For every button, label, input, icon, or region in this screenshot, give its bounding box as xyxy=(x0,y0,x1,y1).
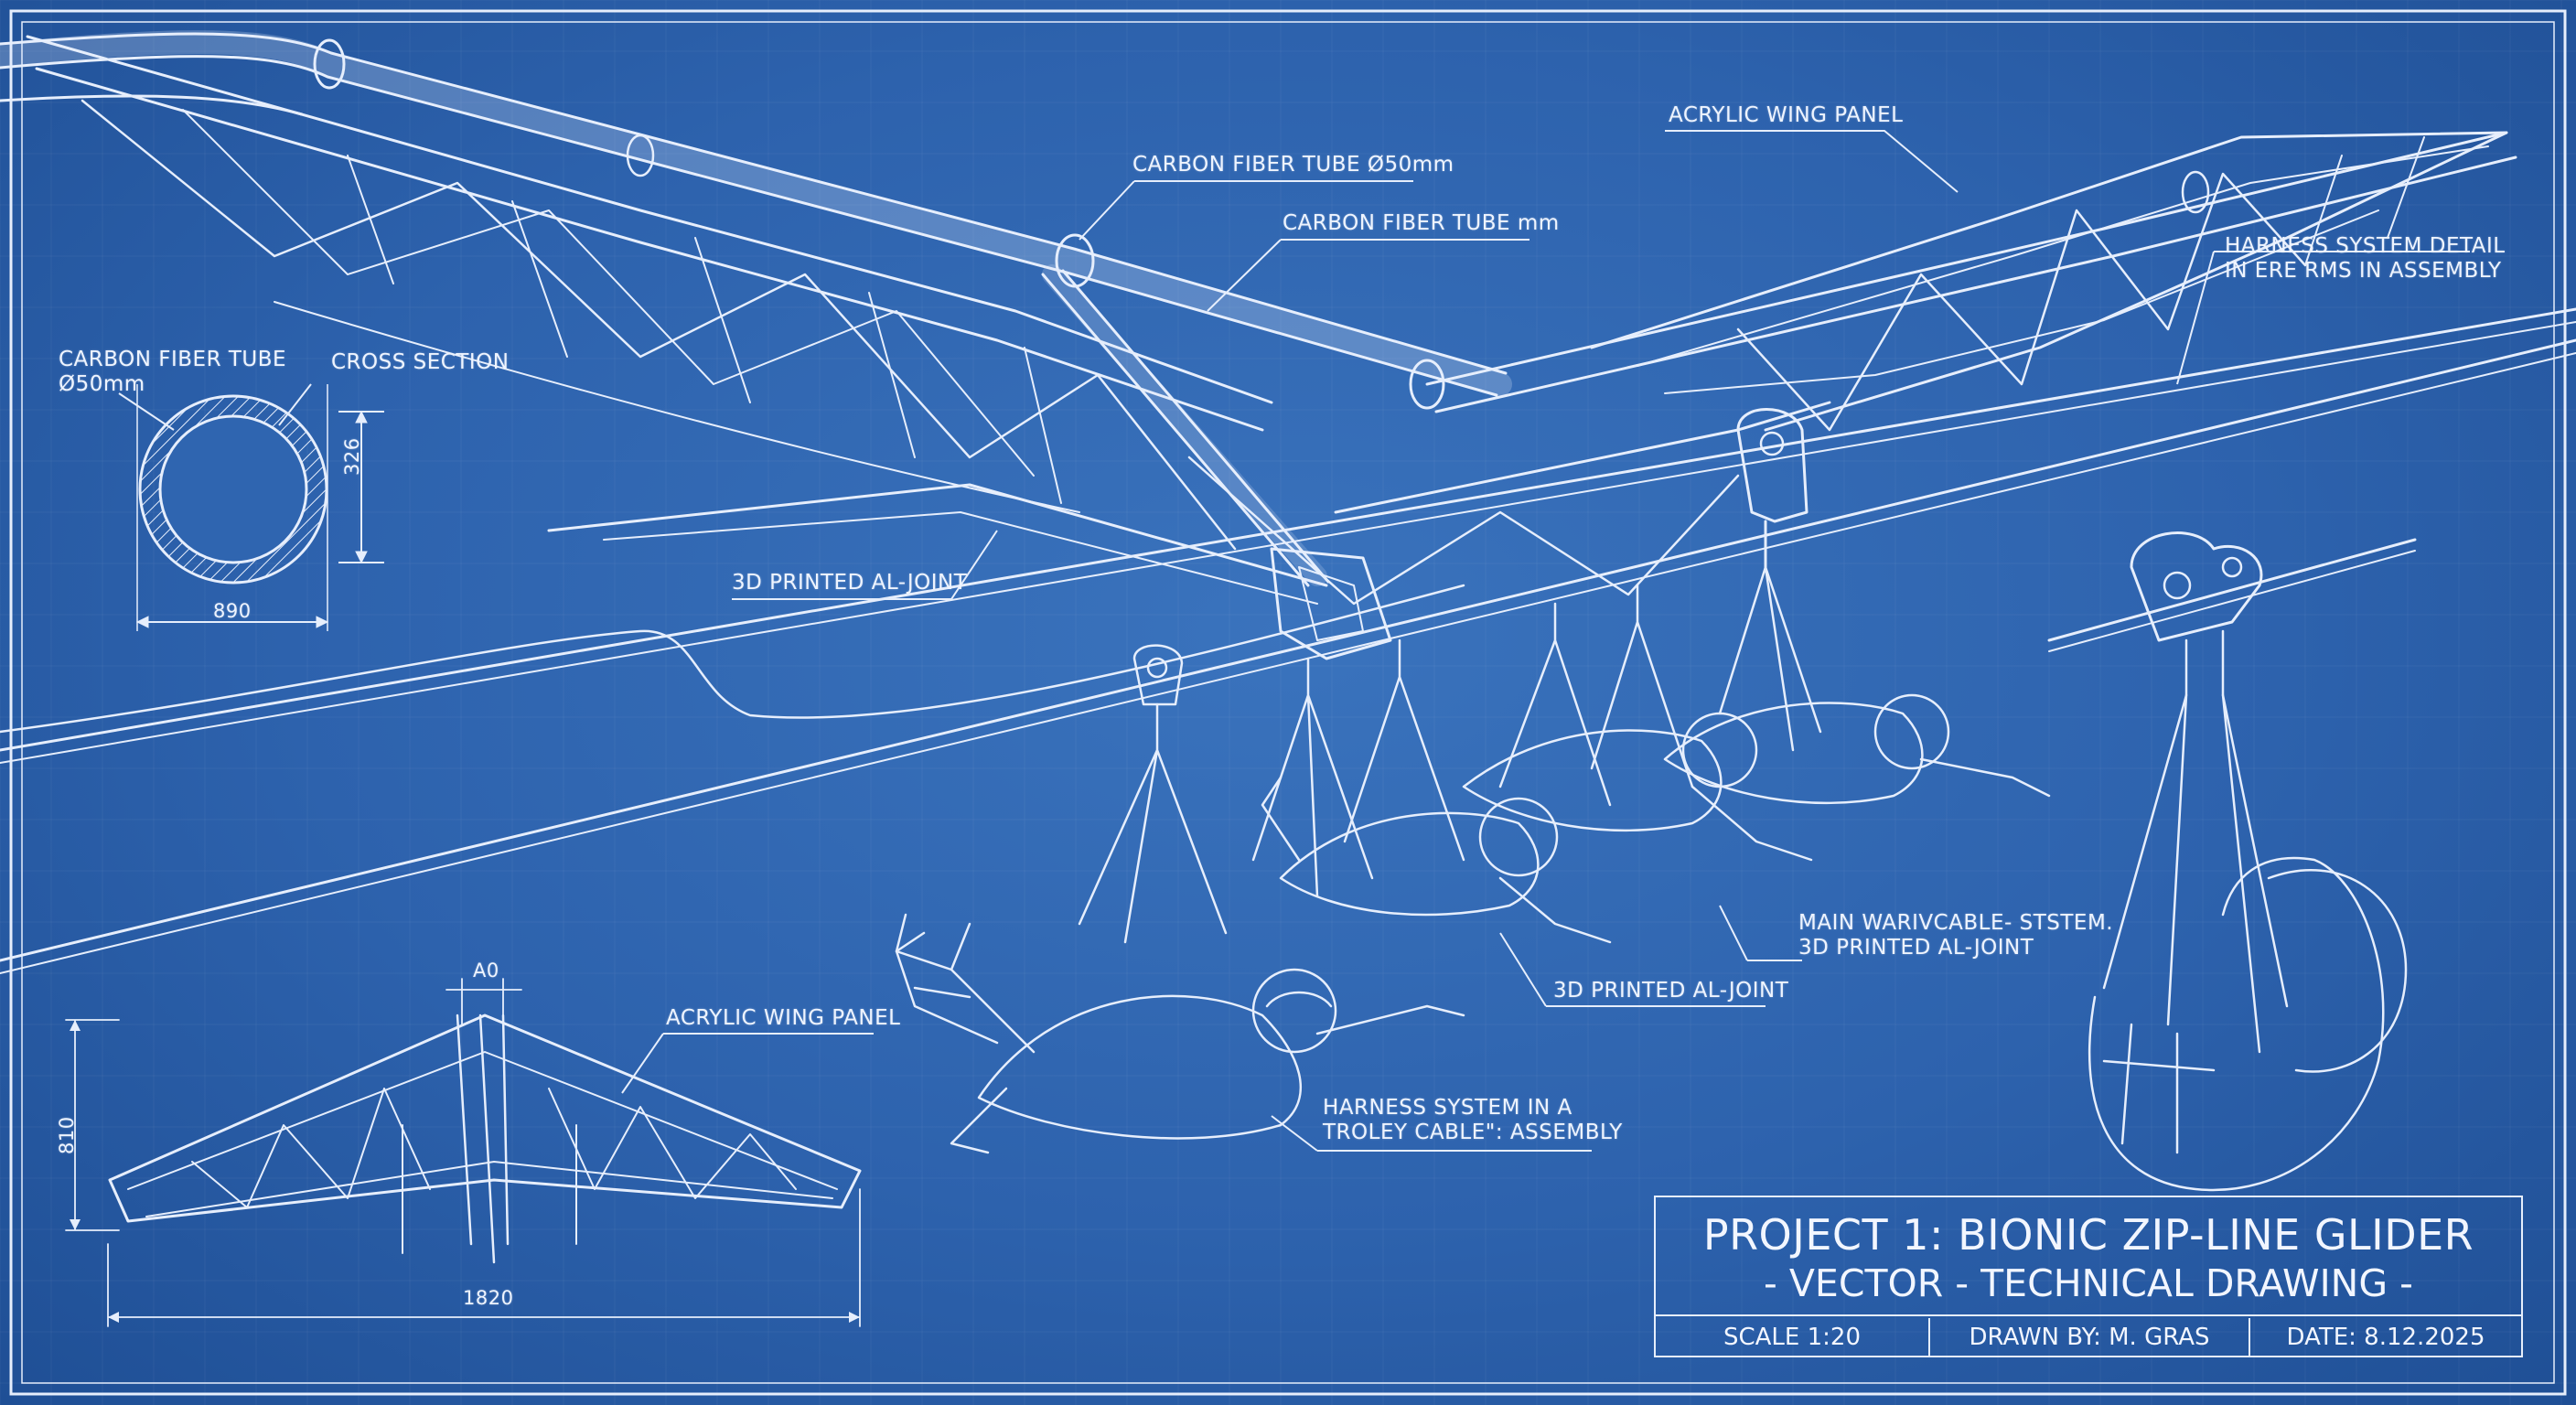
label-main-cable-line2: 3D PRINTED AL-JOINT xyxy=(1798,936,2034,960)
dim-wing-span: 1820 xyxy=(463,1287,514,1309)
label-harness-trolley: HARNESS SYSTEM IN A TROLEY CABLE": ASSEM… xyxy=(1323,1096,1623,1145)
label-cs-tube-line2: Ø50mm xyxy=(59,372,145,396)
label-carbon-tube-mm: CARBON FIBER TUBE mm xyxy=(1283,211,1560,235)
wing-frame xyxy=(0,30,2517,660)
main-cable xyxy=(0,307,2576,752)
wing-plan-view xyxy=(65,978,862,1327)
dim-wing-height: 810 xyxy=(56,1116,78,1154)
label-joint-mid: 3D PRINTED AL-JOINT xyxy=(1553,979,1789,1003)
title-block-header: PROJECT 1: BIONIC ZIP-LINE GLIDER - VECT… xyxy=(1656,1197,2521,1316)
dim-wing-gap: A0 xyxy=(473,960,499,981)
label-acrylic-panel-top: ACRYLIC WING PANEL xyxy=(1669,103,1904,127)
label-harness-trolley-line1: HARNESS SYSTEM IN A xyxy=(1323,1096,1572,1120)
label-harness-detail-line2: IN ERE RMS IN ASSEMBLY xyxy=(2225,259,2502,283)
drawn-by-cell: DRAWN BY: M. GRAS xyxy=(1930,1318,2250,1357)
lower-cable-strand xyxy=(0,352,2576,974)
dim-cs-height: 326 xyxy=(341,437,363,476)
label-cs-tube-line1: CARBON FIBER TUBE xyxy=(59,348,287,371)
label-main-cable: MAIN WARIVCABLE- STSTEM. 3D PRINTED AL-J… xyxy=(1798,911,2113,960)
label-harness-detail-line1: HARNESS SYSTEM DETAIL xyxy=(2225,234,2506,258)
harness-detail-view xyxy=(2047,531,2417,1192)
main-cable-strand xyxy=(0,321,2576,764)
project-subtitle: - VECTOR - TECHNICAL DRAWING - xyxy=(1764,1261,2413,1305)
leader-lines xyxy=(621,130,2470,1152)
loose-cable xyxy=(0,584,1465,734)
cross-section-detail xyxy=(118,383,384,631)
label-main-cable-line1: MAIN WARIVCABLE- STSTEM. xyxy=(1798,911,2114,935)
lower-cable xyxy=(0,338,2576,962)
label-joint-left: 3D PRINTED AL-JOINT xyxy=(732,571,968,595)
label-harness-trolley-line2: TROLEY CABLE": ASSEMBLY xyxy=(1323,1121,1623,1144)
title-block: PROJECT 1: BIONIC ZIP-LINE GLIDER - VECT… xyxy=(1654,1196,2523,1357)
zipline-cables xyxy=(0,307,2576,974)
riders-and-harnesses xyxy=(895,565,2051,1154)
date-cell: DATE: 8.12.2025 xyxy=(2286,1324,2485,1351)
label-acrylic-panel-bottom: ACRYLIC WING PANEL xyxy=(666,1006,901,1030)
dim-cs-width: 890 xyxy=(213,600,252,622)
scale-cell: SCALE 1:20 xyxy=(1656,1318,1930,1357)
label-harness-detail: HARNESS SYSTEM DETAIL IN ERE RMS IN ASSE… xyxy=(2225,234,2506,284)
sheet-border xyxy=(9,9,2567,1396)
label-cs-tube: CARBON FIBER TUBE Ø50mm xyxy=(59,348,286,397)
label-carbon-tube-50: CARBON FIBER TUBE Ø50mm xyxy=(1132,153,1454,177)
project-title: PROJECT 1: BIONIC ZIP-LINE GLIDER xyxy=(1702,1210,2474,1260)
label-cross-section: CROSS SECTION xyxy=(331,350,510,374)
